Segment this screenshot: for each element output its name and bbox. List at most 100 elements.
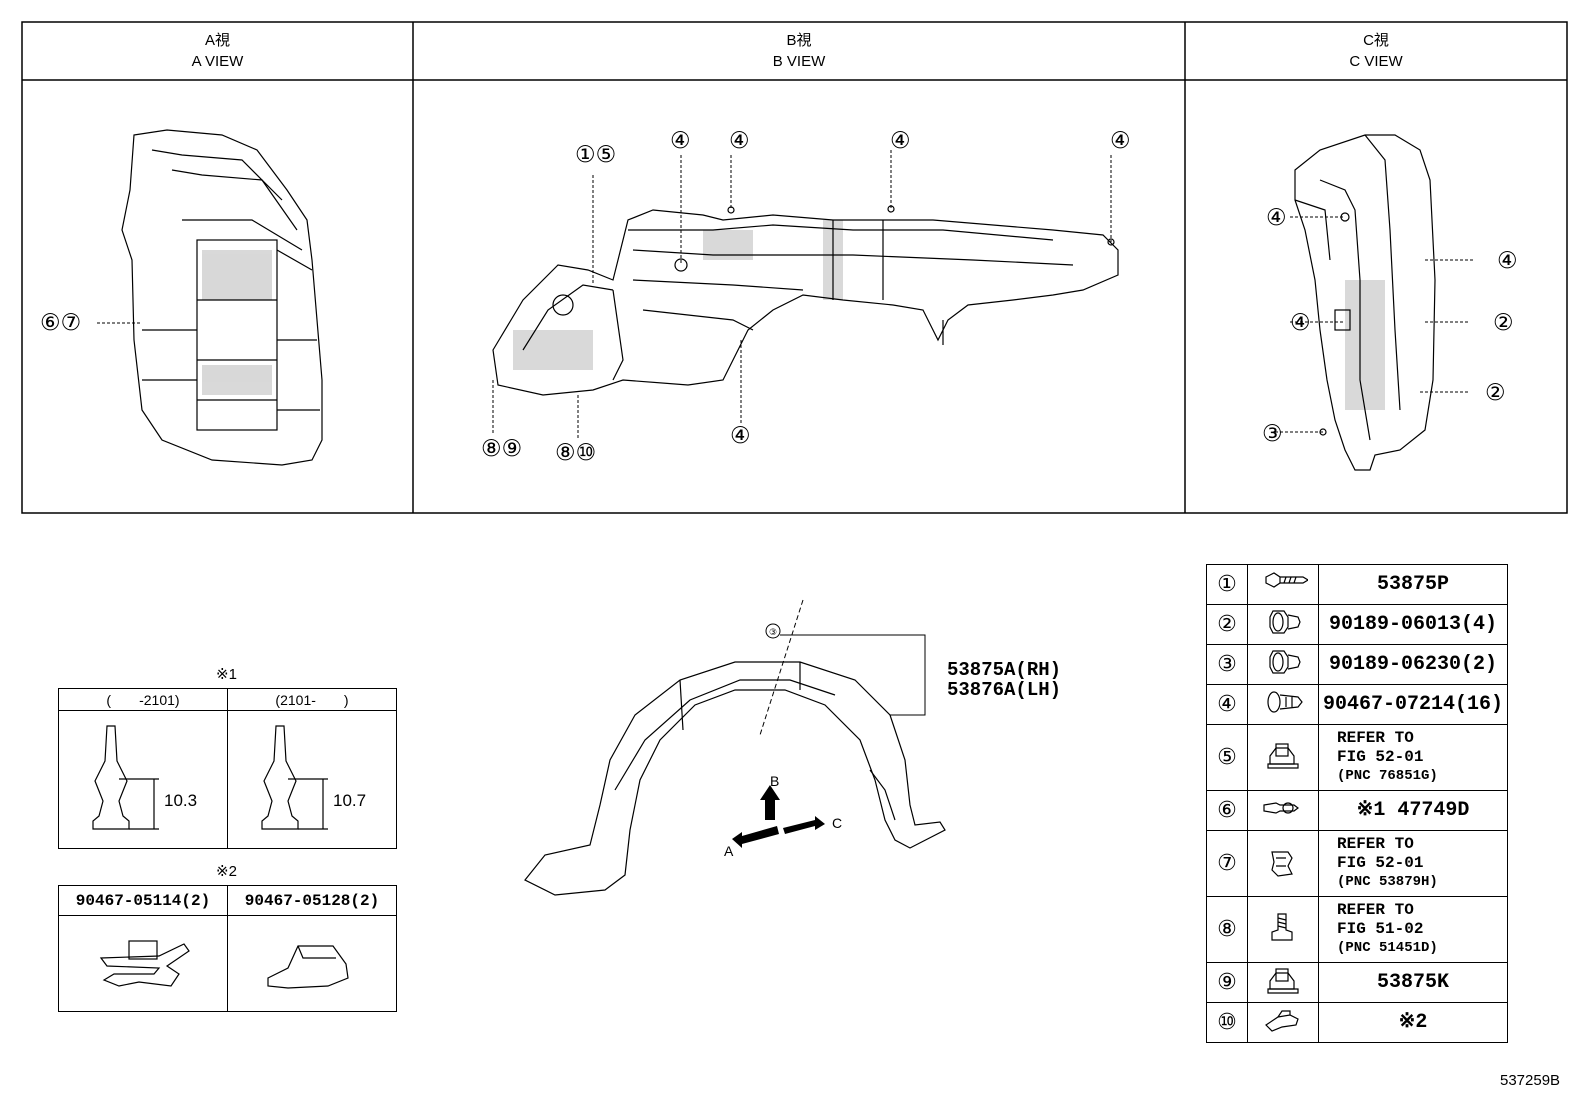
legend-item-icon-cell (1247, 684, 1319, 725)
c-view-liner-drawing (1275, 134, 1475, 471)
arrow-a-label: A (724, 843, 734, 859)
view-header-a: A視 A VIEW (22, 30, 413, 72)
legend-item-part-ref: 90189-06230(2) (1318, 644, 1508, 685)
parts-legend-table: ① 53875P ② 90189-06013(4) ③ 90189-06230(2) ④ 90… (1206, 564, 1508, 1043)
note1-mark: ※1 (216, 666, 237, 683)
c-view-callout-grommet-3: ③ (1262, 421, 1283, 447)
c-view-callout-clip-1: ④ (1266, 205, 1287, 231)
legend-item-icon-cell (1247, 962, 1319, 1003)
legend-item-icon-cell (1247, 564, 1319, 605)
legend-item-text-line: 53875K (1376, 971, 1449, 994)
view-a-en-label: A VIEW (191, 53, 244, 70)
legend-row: ⑥ ※1 47749D (1206, 790, 1508, 831)
pin-icon (92, 725, 159, 830)
note2-mark: ※2 (216, 863, 237, 880)
view-c-en-label: C VIEW (1349, 53, 1403, 70)
a-view-liner-drawing (97, 129, 323, 466)
note2-col2-clip (227, 915, 397, 1012)
legend-item-text-line: REFER TO (1337, 901, 1414, 919)
note1-col1-pin: 10.3 (58, 710, 228, 849)
legend-item-number: ⑥ (1206, 790, 1248, 831)
note2-col1-header: 90467-05114(2) (58, 885, 228, 916)
nut-icon (1267, 968, 1299, 994)
legend-item-text-line: FIG 52-01 (1337, 854, 1424, 872)
c-view-callout-grommet-2: ② (1485, 380, 1506, 406)
note2-table: 90467-05114(2) 90467-05128(2) (58, 885, 397, 1012)
legend-item-number: ④ (1206, 684, 1248, 725)
b-view-callout-clip-1: ④ (670, 128, 691, 154)
legend-item-text-line: 90467-07214(16) (1322, 693, 1504, 716)
legend-row: ⑩※2 (1206, 1002, 1508, 1043)
legend-row: ② 90189-06013(4) (1206, 604, 1508, 645)
part-number-lh: 53876A(LH) (947, 679, 1062, 701)
legend-item-text-line: (PNC 76851G) (1337, 768, 1438, 784)
legend-item-part-ref: 90467-07214(16) (1318, 684, 1508, 725)
legend-item-text-line: 90189-06013(4) (1328, 613, 1498, 636)
legend-item-icon-cell (1247, 644, 1319, 685)
retainer-icon (1271, 851, 1293, 877)
legend-item-number: ⑦ (1206, 830, 1248, 897)
legend-item-number: ② (1206, 604, 1248, 645)
view-c-jp-label: C視 (1363, 32, 1389, 49)
legend-item-text-line: FIG 51-02 (1337, 920, 1424, 938)
legend-item-icon-cell (1247, 604, 1319, 645)
pin-icon (1263, 802, 1299, 814)
screw-icon (1265, 572, 1310, 588)
c-view-callout-grommet-1: ② (1493, 310, 1514, 336)
legend-item-part-ref: 90189-06013(4) (1318, 604, 1508, 645)
spring-clip-icon (267, 945, 349, 989)
c-view-callout-clip-2: ④ (1497, 248, 1518, 274)
spring-clip-icon (99, 940, 190, 987)
legend-item-icon-cell (1247, 830, 1319, 897)
note1-col1-dimension: 10.3 (164, 791, 198, 810)
view-a-jp-label: A視 (204, 32, 230, 49)
legend-item-text-line: ※1 47749D (1356, 799, 1470, 822)
note1-col2-header: (2101- ) (227, 688, 397, 711)
view-b-jp-label: B視 (786, 32, 812, 49)
legend-row: ⑨ 53875K (1206, 962, 1508, 1003)
pin-icon (261, 725, 328, 830)
b-view-callout-8-9: ⑧⑨ (481, 436, 523, 462)
legend-item-text-line: 53875P (1376, 573, 1449, 596)
legend-item-number: ⑨ (1206, 962, 1248, 1003)
note2-col2-header: 90467-05128(2) (227, 885, 397, 916)
b-view-callout-clip-2: ④ (729, 128, 750, 154)
fender-liner-clip-marker: ③ (769, 628, 777, 638)
legend-item-text-line: 90189-06230(2) (1328, 653, 1498, 676)
legend-item-number: ① (1206, 564, 1248, 605)
legend-item-icon-cell (1247, 1002, 1319, 1043)
note1-table: ( -2101) (2101- ) 10.3 (58, 688, 397, 849)
note1-col1-header: ( -2101) (58, 688, 228, 711)
legend-item-text-line: (PNC 51451D) (1337, 940, 1438, 956)
legend-item-number: ⑩ (1206, 1002, 1248, 1043)
legend-item-text-line: REFER TO (1337, 835, 1414, 853)
note1-col2-pin: 10.7 (227, 710, 397, 849)
note1-col2-dimension: 10.7 (333, 791, 367, 810)
legend-row: ④ 90467-07214(16) (1206, 684, 1508, 725)
spring-clip-icon (1265, 1010, 1299, 1032)
a-view-callout: ⑥⑦ (40, 310, 82, 336)
view-b-en-label: B VIEW (772, 53, 826, 70)
part-number-rh: 53875A(RH) (947, 659, 1062, 681)
b-view-liner-drawing (492, 150, 1119, 440)
figure-id: 537259B (1500, 1072, 1561, 1089)
b-view-callout-8-10: ⑧⑩ (555, 440, 597, 466)
legend-item-part-ref: 53875P (1318, 564, 1508, 605)
b-view-callout-clip-4: ④ (1110, 128, 1131, 154)
arrow-c-label: C (832, 815, 843, 831)
legend-item-number: ③ (1206, 644, 1248, 685)
clip-icon (1267, 691, 1303, 713)
view-header-b: B視 B VIEW (413, 30, 1185, 72)
legend-row: ③ 90189-06230(2) (1206, 644, 1508, 685)
view-header-c: C視 C VIEW (1185, 30, 1567, 72)
legend-item-icon-cell (1247, 790, 1319, 831)
arrow-b-label: B (770, 773, 780, 789)
c-view-callout-clip-3: ④ (1290, 310, 1311, 336)
